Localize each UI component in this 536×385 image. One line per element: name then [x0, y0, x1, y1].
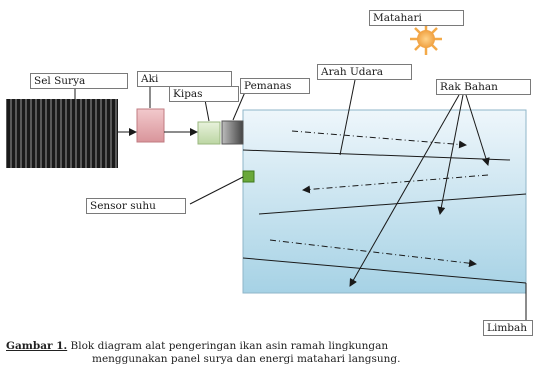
label-rak-bahan: Rak Bahan: [436, 79, 531, 95]
fan-block: [197, 121, 221, 145]
air-flow-arrows: [269, 130, 489, 268]
label-aki: Aki: [137, 71, 232, 87]
caption-lead: Gambar 1.: [6, 340, 68, 352]
shelf-1: [242, 149, 511, 161]
shelf-2: [258, 193, 527, 215]
drying-chamber: [242, 109, 527, 294]
label-limbah: Limbah: [483, 320, 533, 336]
figure-caption: Gambar 1. Blok diagram alat pengeringan …: [6, 340, 534, 366]
heater-block: [221, 120, 244, 145]
rak-arrow-3: [349, 94, 460, 287]
leader-pemanas: [232, 91, 246, 121]
label-sel-surya: Sel Surya: [30, 73, 128, 89]
leader-sensor: [189, 176, 244, 205]
solar-panel: [6, 99, 118, 168]
label-sensor-suhu: Sensor suhu: [86, 198, 186, 214]
leader-arah-udara: [339, 79, 356, 156]
sun-icon: [410, 24, 442, 55]
rak-arrow-2: [437, 94, 464, 215]
battery-block: [136, 108, 165, 143]
leader-kipas: [204, 99, 210, 122]
label-matahari: Matahari: [369, 10, 464, 26]
caption-line-2: menggunakan panel surya dan energi matah…: [92, 353, 401, 365]
label-arah-udara: Arah Udara: [317, 64, 412, 80]
label-pemanas: Pemanas: [240, 78, 310, 94]
caption-text-1: Blok diagram alat pengeringan ikan asin …: [67, 340, 389, 352]
caption-line-1: Gambar 1. Blok diagram alat pengeringan …: [6, 340, 534, 353]
shelf-3: [242, 257, 527, 284]
label-kipas: Kipas: [169, 86, 239, 102]
temperature-sensor: [242, 170, 255, 183]
rak-arrow-1: [465, 94, 490, 166]
